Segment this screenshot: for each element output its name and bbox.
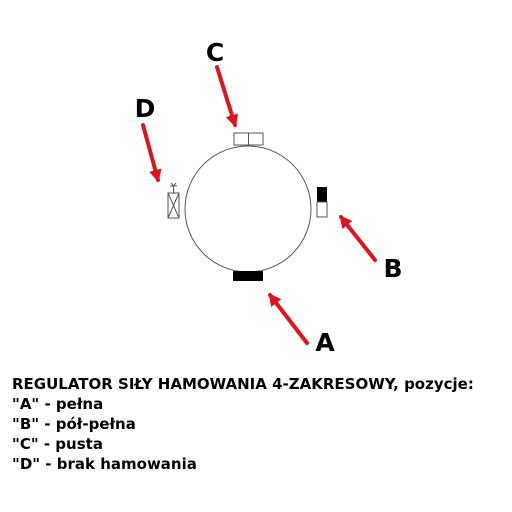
caption-line-d: "D" - brak hamowania — [12, 455, 197, 473]
caption-line-a: "A" - pełna — [12, 395, 104, 413]
position-a-marker — [233, 271, 263, 281]
callout-a: A — [315, 328, 335, 357]
callout-b: B — [383, 254, 402, 283]
arrow-a — [268, 292, 309, 345]
callout-d: D — [135, 94, 156, 123]
arrow-b — [339, 214, 377, 262]
caption-line-c: "C" - pusta — [12, 435, 103, 453]
position-b-marker — [316, 187, 328, 218]
position-d-marker — [167, 182, 180, 219]
dial-circle — [184, 145, 312, 273]
caption-line-b: "B" - pół-pełna — [12, 415, 136, 433]
caption-title: REGULATOR SIŁY HAMOWANIA 4-ZAKRESOWY, po… — [12, 375, 474, 393]
position-c-marker — [233, 132, 264, 146]
legend-caption: REGULATOR SIŁY HAMOWANIA 4-ZAKRESOWY, po… — [12, 374, 508, 474]
arrow-c — [215, 65, 239, 128]
arrow-d — [141, 123, 162, 183]
callout-c: C — [206, 38, 224, 67]
